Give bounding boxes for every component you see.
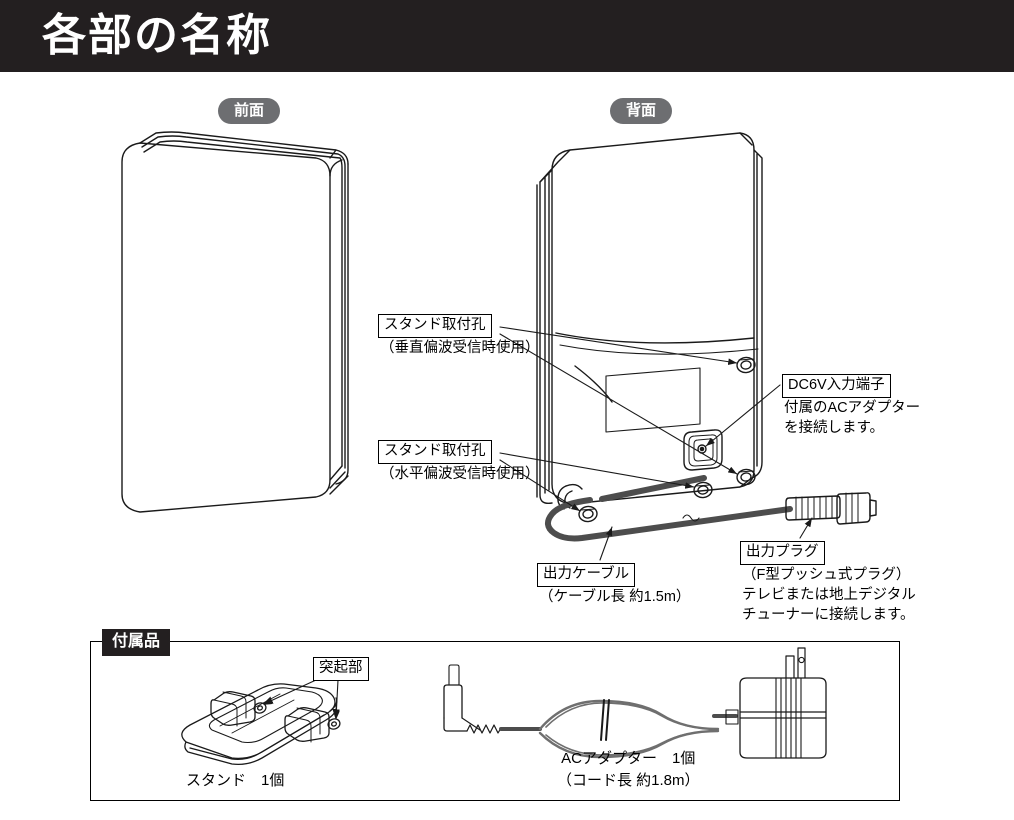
callout-stand-mount-hole-horizontal: スタンド取付孔 （水平偏波受信時使用） bbox=[378, 440, 542, 484]
callout-title: スタンド取付孔 bbox=[378, 314, 492, 338]
callout-description-line2: チューナーに接続します。 bbox=[742, 607, 915, 623]
callout-title: DC6V入力端子 bbox=[782, 374, 891, 398]
callout-output-cable: 出力ケーブル （ケーブル長 約1.5m） bbox=[537, 563, 692, 607]
output-plug-illustration bbox=[785, 492, 877, 525]
callout-note: （ケーブル長 約1.5m） bbox=[539, 589, 691, 605]
cable-clip bbox=[557, 483, 583, 510]
ac-adapter-name: ACアダプター 1個 bbox=[561, 750, 696, 767]
dc-input-jack bbox=[683, 429, 723, 471]
antenna-front-illustration bbox=[121, 131, 349, 513]
mount-hole-bottom-left bbox=[578, 505, 598, 523]
mount-hole-bottom-middle bbox=[693, 481, 713, 499]
front-view-badge: 前面 bbox=[218, 98, 281, 124]
callout-title: 出力プラグ bbox=[740, 541, 825, 565]
stand-caption: スタンド 1個 bbox=[186, 772, 285, 789]
page-header-banner bbox=[0, 0, 1014, 72]
callout-description-line1: テレビまたは地上デジタル bbox=[742, 587, 916, 603]
callout-title: 出力ケーブル bbox=[537, 563, 636, 587]
page-title: 各部の名称 bbox=[42, 11, 272, 60]
ac-adapter-caption: ACアダプター 1個 （コード長 約1.8m） bbox=[557, 748, 700, 792]
output-cable bbox=[545, 475, 793, 542]
callout-output-plug: 出力プラグ （F型プッシュ式プラグ） テレビまたは地上デジタル チューナーに接続… bbox=[740, 541, 918, 625]
callout-title: スタンド取付孔 bbox=[378, 440, 492, 464]
callout-note: （垂直偏波受信時使用） bbox=[380, 340, 540, 356]
accessories-section-tag: 付属品 bbox=[102, 629, 171, 656]
back-view-badge: 背面 bbox=[610, 98, 673, 124]
protrusion-label: 突起部 bbox=[313, 657, 369, 681]
antenna-back-illustration bbox=[536, 132, 763, 523]
callout-note: （水平偏波受信時使用） bbox=[380, 466, 540, 482]
callout-description-line2: を接続します。 bbox=[784, 420, 885, 436]
callout-dc-input-terminal: DC6V入力端子 付属のACアダプター を接続します。 bbox=[782, 374, 922, 438]
mount-hole-lower-right bbox=[736, 468, 756, 486]
callout-stand-mount-hole-vertical: スタンド取付孔 （垂直偏波受信時使用） bbox=[378, 314, 542, 358]
callout-leader-lines bbox=[499, 326, 813, 561]
callout-description-line1: 付属のACアダプター bbox=[784, 400, 921, 416]
ac-adapter-cord-note: （コード長 約1.8m） bbox=[557, 772, 700, 789]
callout-note: （F型プッシュ式プラグ） bbox=[742, 567, 911, 583]
mount-hole-upper bbox=[736, 356, 756, 374]
